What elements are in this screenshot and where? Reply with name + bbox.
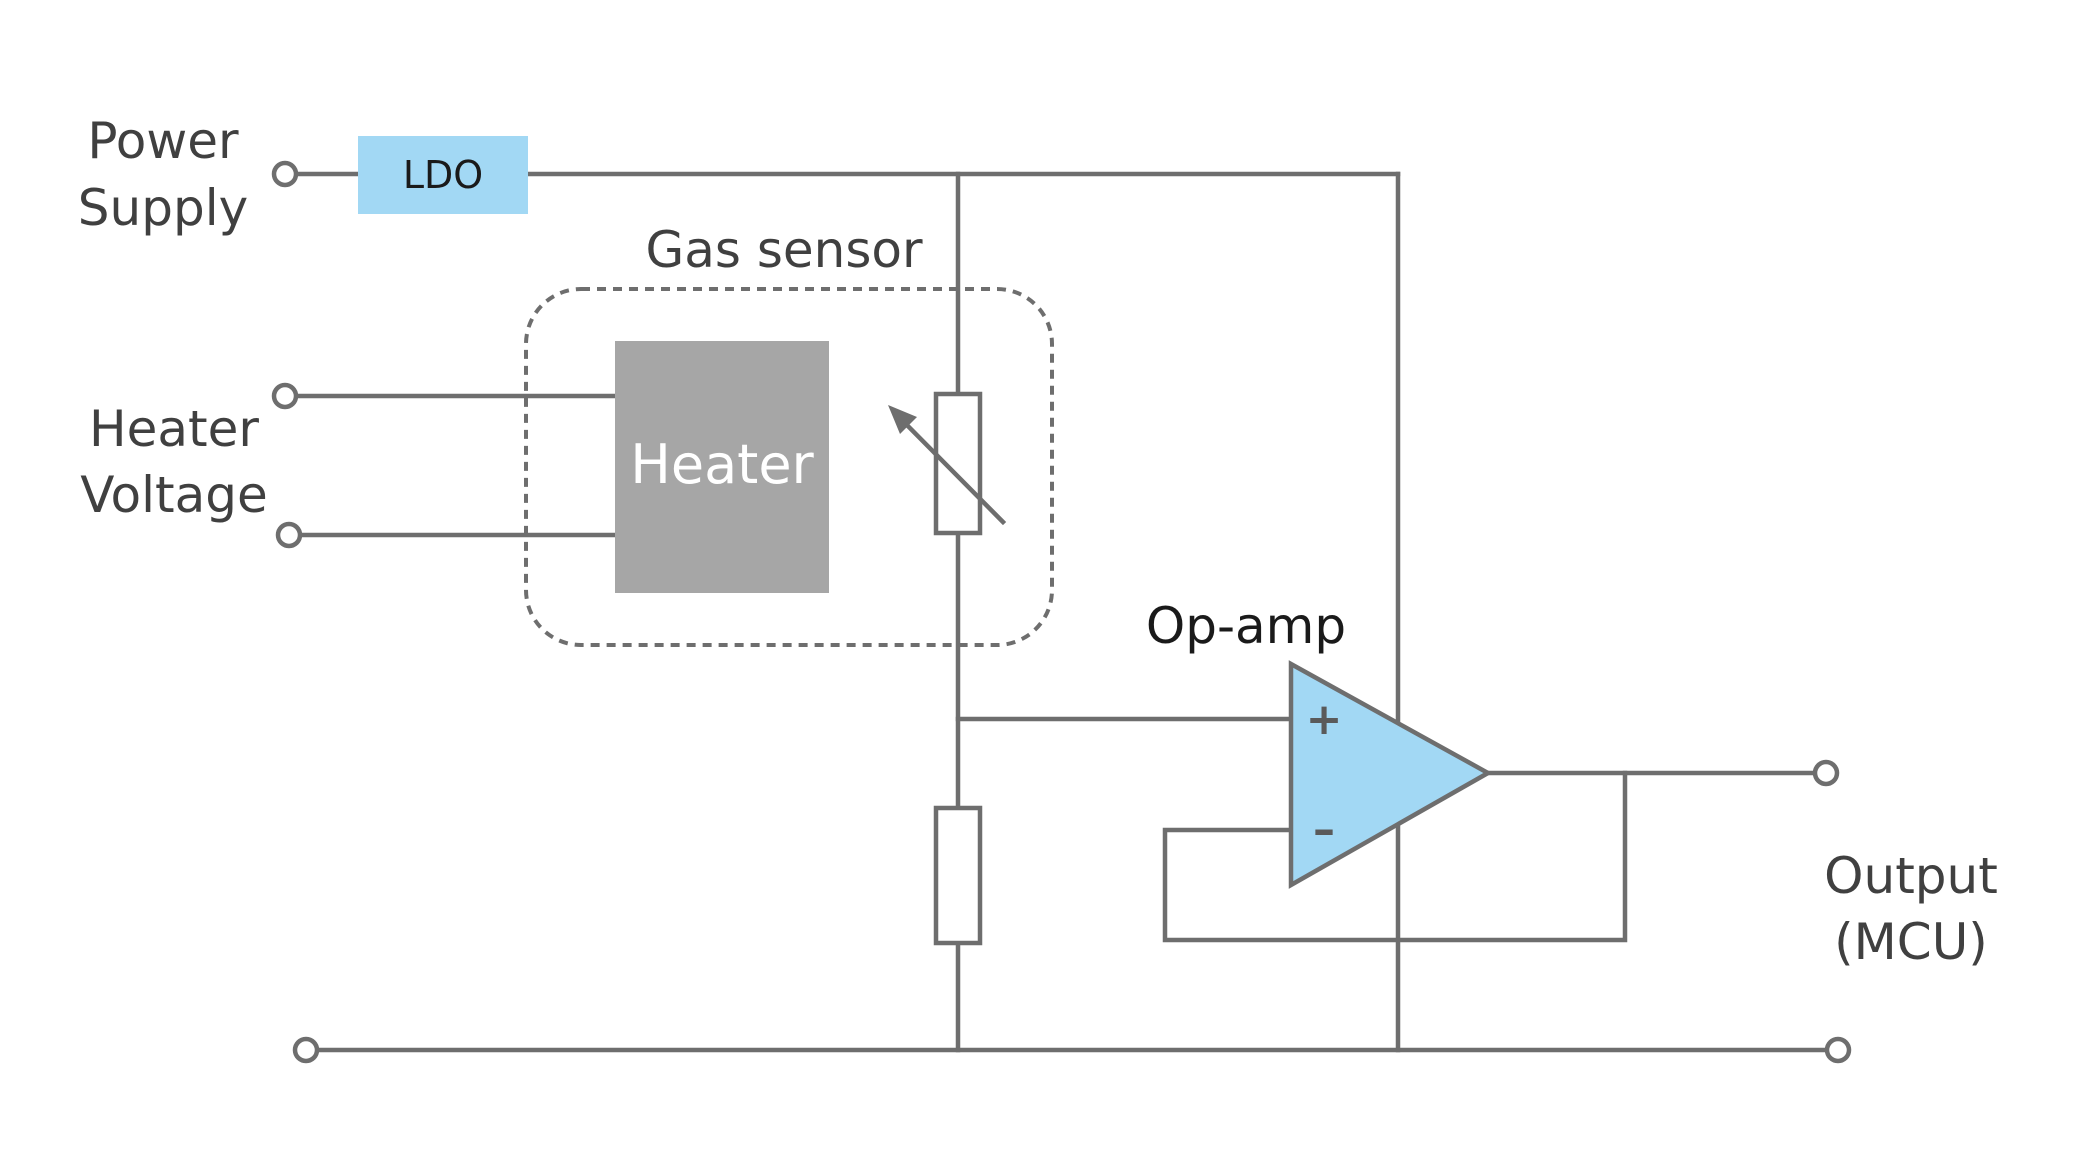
sensing-resistor-body	[933, 391, 983, 536]
heater-block: Heater	[615, 341, 829, 593]
heater-box	[615, 341, 829, 593]
power-supply-terminal	[271, 160, 299, 188]
variable-resistor	[888, 391, 1007, 536]
feedback-loop-wire	[1162, 770, 1628, 943]
output-terminal	[1812, 759, 1840, 787]
gas-sensor-label: Gas sensor	[645, 221, 922, 279]
output-label-line1: Output	[1824, 847, 1998, 905]
labels: Power Supply Heater Voltage Gas sensor O…	[78, 112, 1998, 971]
variable-arrow-shaft	[898, 416, 1007, 526]
gas-sensor-enclosure	[524, 287, 1054, 647]
load-resistor	[933, 805, 983, 946]
heater-label: Heater	[630, 433, 814, 496]
variable-arrow-head	[888, 405, 917, 434]
heater-terminal-top	[271, 382, 299, 410]
power-supply-label-line2: Supply	[78, 179, 248, 237]
ldo-label: LDO	[403, 153, 483, 197]
output-label-line2: (MCU)	[1834, 913, 1988, 971]
heater-voltage-label-line2: Voltage	[80, 466, 268, 524]
op-amp-minus-sign: –	[1313, 804, 1335, 855]
ground-terminal-right	[1824, 1036, 1852, 1064]
op-amp-plus-sign: +	[1306, 694, 1343, 745]
op-amp: + –	[1288, 660, 1493, 889]
heater-voltage-label-line1: Heater	[89, 400, 259, 458]
op-amp-label: Op-amp	[1146, 597, 1346, 655]
op-amp-triangle	[1288, 660, 1493, 889]
ldo-block: LDO	[358, 136, 528, 214]
heater-terminal-bottom	[275, 521, 303, 549]
power-supply-label-line1: Power	[87, 112, 239, 170]
ground-terminal-left	[292, 1036, 320, 1064]
ldo-box	[358, 136, 528, 214]
wires	[294, 171, 1829, 1053]
terminals	[271, 160, 1852, 1064]
